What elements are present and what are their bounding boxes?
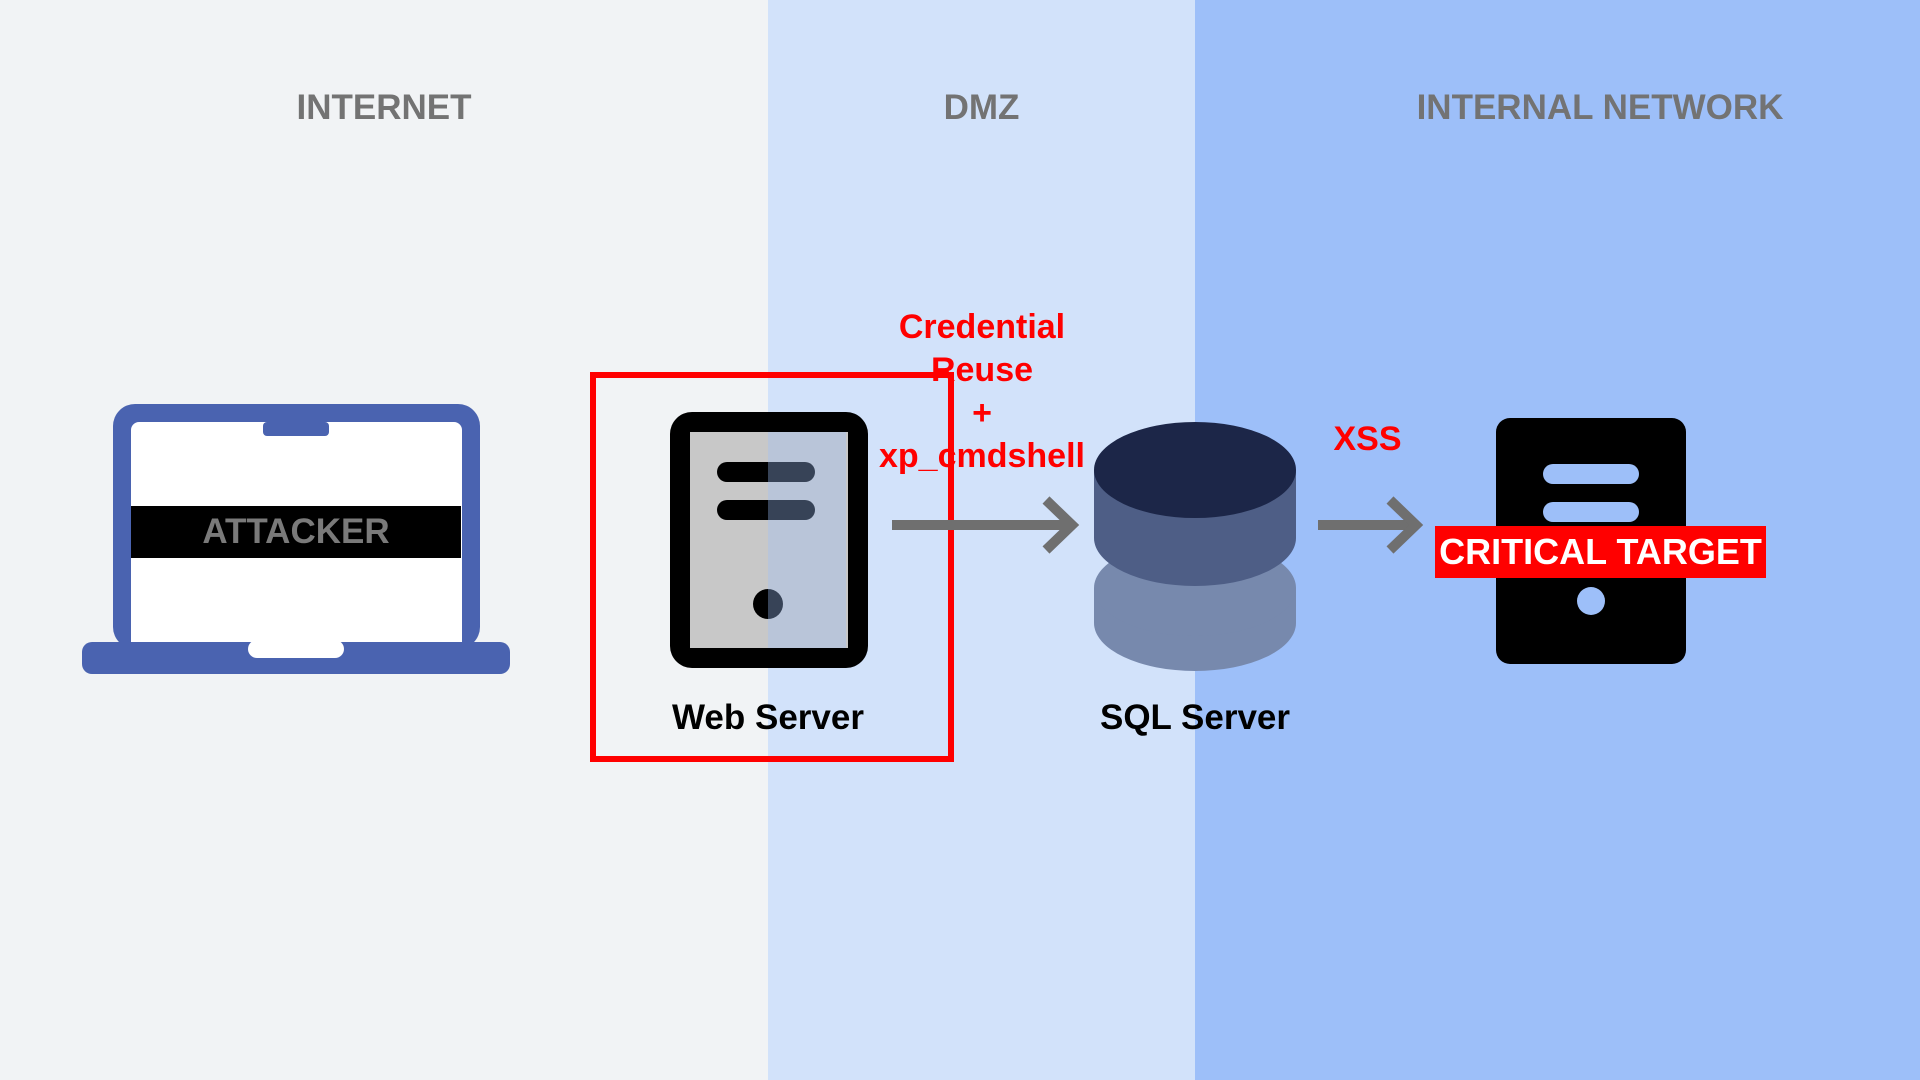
zone-label-internet: INTERNET [296,88,472,127]
zone-label-internal-network: INTERNAL NETWORK [1416,88,1784,127]
edge-label-line: + [972,394,992,432]
edge-label-line: Credential [898,308,1066,346]
critical-target-badge: CRITICAL TARGET [1435,526,1766,578]
sql-server-label: SQL Server [1099,698,1291,737]
arrow-right-icon [1318,496,1424,554]
web-server-label: Web Server [672,698,864,737]
arrow-right-icon [892,496,1080,554]
edge-label-credential-reuse: Credential Reuse + xp_cmdshell [862,306,1102,478]
zone-label-dmz: DMZ [943,88,1020,127]
edge-label-xss: XSS [1333,420,1402,458]
attacker-label: ATTACKER [202,512,390,551]
web-server-dmz-tint [768,432,846,648]
compromised-highlight-box [590,372,954,762]
edge-label-line: xp_cmdshell [879,437,1085,475]
edge-label-line: Reuse [930,351,1034,389]
database-icon [1094,422,1296,671]
attacker-name-band [131,506,461,558]
server-icon [670,412,868,668]
